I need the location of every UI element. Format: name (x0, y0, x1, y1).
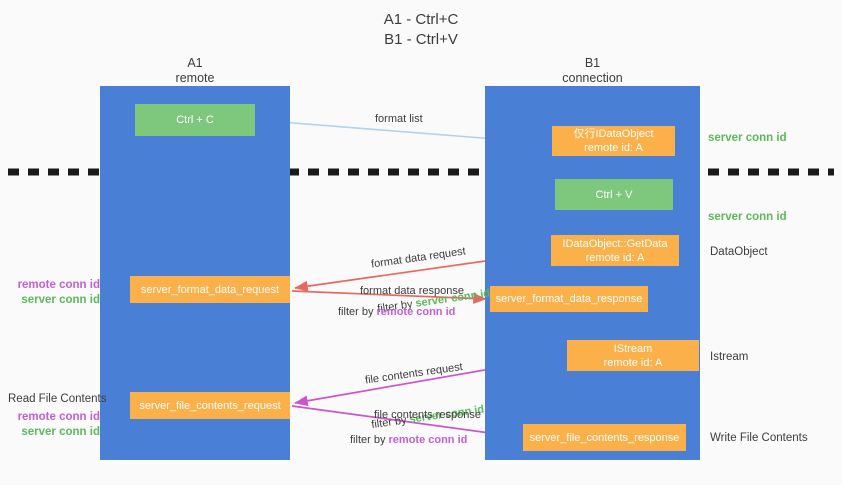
box-idataobject-getdata[interactable]: IDataObject::GetData remote id: A (551, 235, 679, 266)
box-ctrl-c[interactable]: Ctrl + C (135, 104, 255, 136)
page-title: A1 - Ctrl+C B1 - Ctrl+V (0, 10, 842, 50)
label-group-conn-ids-bottom: remote conn id server conn id (10, 410, 100, 440)
label-dataobject: DataObject (710, 246, 768, 258)
arrow-label-file-contents-request: file contents request filter by server c… (360, 328, 487, 448)
label-remote-conn-id-top: remote conn id (17, 279, 100, 291)
label-write-file-contents: Write File Contents (710, 432, 808, 444)
label-group-conn-ids-top: remote conn id server conn id (10, 278, 100, 308)
box-ctrl-v[interactable]: Ctrl + V (555, 179, 673, 210)
arrow-label-file-contents-response-filter: filter by remote conn id (350, 434, 468, 446)
arrow-label-format-data-response: format data response (360, 285, 464, 297)
column-header-a1: A1 remote (175, 56, 215, 85)
filter-key-remote-conn-id-1: remote conn id (376, 306, 456, 318)
arrow-label-format-data-response-filter: filter by remote conn id (338, 306, 456, 318)
box-server-file-contents-response[interactable]: server_file_contents_response (523, 424, 686, 451)
filter-key-remote-conn-id-2: remote conn id (388, 434, 468, 446)
label-server-conn-id-second: server conn id (708, 211, 787, 223)
title-line-1: A1 - Ctrl+C (383, 11, 459, 28)
arrow-label-format-data-request-text: format data request (370, 245, 467, 271)
arrow-format-data-response (291, 290, 487, 304)
arrow-label-format-list: format list (375, 113, 423, 125)
box-idataobject-format-list[interactable]: 仅行IDataObject remote id: A (552, 126, 675, 156)
box-server-file-contents-request[interactable]: server_file_contents_request (130, 392, 290, 419)
label-server-conn-id-left-top: server conn id (21, 294, 100, 306)
arrow-label-file-contents-response: file contents response (374, 409, 482, 421)
label-remote-conn-id-bottom: remote conn id (17, 411, 100, 423)
label-read-file-contents: Read File Contents (8, 393, 107, 405)
label-server-conn-id-top: server conn id (708, 132, 787, 144)
label-istream: Istream (710, 351, 749, 363)
box-server-format-data-response[interactable]: server_format_data_response (490, 286, 648, 312)
title-line-2: B1 - Ctrl+V (384, 31, 458, 48)
box-istream[interactable]: IStream remote id: A (567, 340, 699, 371)
box-server-format-data-request[interactable]: server_format_data_request (130, 276, 290, 303)
arrow-label-file-contents-request-text: file contents request (364, 360, 464, 387)
label-server-conn-id-left-bottom: server conn id (21, 426, 100, 438)
column-header-b1: B1 connection (562, 56, 623, 85)
arrow-file-contents-response (291, 405, 520, 441)
